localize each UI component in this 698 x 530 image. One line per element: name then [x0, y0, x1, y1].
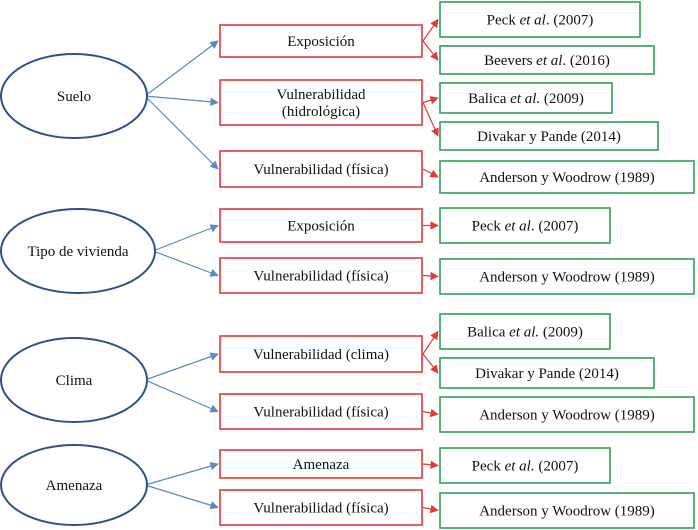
- reference-label: Beevers et al. (2016): [484, 53, 610, 69]
- oval-label: Clima: [56, 373, 93, 389]
- oval-to-branch-arrow: [144, 484, 219, 510]
- branch-box: [219, 393, 423, 430]
- reference-box: [439, 447, 611, 484]
- connector-layer: [144, 18, 439, 514]
- branch-box: [219, 449, 423, 479]
- reference-label: Peck et al. (2007): [472, 459, 579, 475]
- oval-to-branch-arrow: [144, 95, 219, 170]
- reference-label: Divakar y Pande (2014): [475, 366, 619, 382]
- branch-to-ref-arrow: [422, 18, 439, 42]
- branch-to-ref-arrow: [422, 102, 439, 137]
- branch-to-ref-arrow: [422, 460, 439, 469]
- reference-label: Divakar y Pande (2014): [477, 129, 621, 145]
- reference-box: [439, 82, 613, 114]
- reference-box: [439, 396, 695, 433]
- reference-label: Anderson y Woodrow (1989): [479, 270, 655, 286]
- reference-box: [439, 313, 611, 350]
- reference-label: Balica et al. (2009): [467, 325, 583, 341]
- branch-label: Vulnerabilidad (física): [253, 501, 388, 517]
- branch-box: [219, 257, 423, 294]
- reference-box: [439, 121, 659, 151]
- branch-box: [219, 489, 423, 526]
- branch-label: Vulnerabilidad (clima): [253, 347, 389, 363]
- branch-to-ref-arrow: [422, 96, 439, 105]
- branch-label: Vulnerabilidad (física): [253, 162, 388, 178]
- oval-label: Tipo de vivienda: [27, 244, 128, 260]
- branch-label: Vulnerabilidad (física): [253, 405, 388, 421]
- oval-node: [0, 444, 148, 526]
- branch-to-ref-arrow: [422, 353, 439, 374]
- branch-box: [219, 24, 423, 58]
- branch-to-ref-arrow: [422, 330, 439, 355]
- branch-to-ref-arrow: [422, 271, 439, 281]
- oval-to-branch-arrow: [144, 95, 219, 107]
- reference-box: [439, 160, 695, 194]
- reference-box: [439, 1, 641, 38]
- oval-to-branch-arrow: [144, 379, 219, 413]
- reference-box: [439, 45, 655, 75]
- reference-box: [439, 357, 655, 389]
- branch-box: [219, 335, 423, 373]
- oval-to-branch-arrow: [144, 462, 219, 486]
- reference-label: Anderson y Woodrow (1989): [479, 504, 655, 520]
- oval-label: Suelo: [57, 89, 91, 105]
- branch-to-ref-arrow: [422, 40, 439, 61]
- branch-label: (hidrológica): [282, 104, 360, 120]
- reference-box: [439, 258, 695, 295]
- branch-label: Exposición: [287, 34, 355, 50]
- reference-label: Balica et al. (2009): [468, 91, 584, 107]
- branch-label: Exposición: [287, 219, 355, 235]
- reference-label: Peck et al. (2007): [472, 219, 579, 235]
- reference-box: [439, 492, 695, 529]
- reference-label: Peck et al. (2007): [487, 13, 594, 29]
- oval-node: [0, 53, 148, 139]
- reference-label: Anderson y Woodrow (1989): [479, 170, 655, 186]
- branch-label: Vulnerabilidad: [276, 87, 366, 103]
- branch-to-ref-arrow: [422, 408, 439, 418]
- oval-to-branch-arrow: [144, 352, 219, 381]
- branch-label: Vulnerabilidad (física): [253, 269, 388, 285]
- reference-box: [439, 207, 611, 244]
- oval-node: [0, 208, 156, 294]
- oval-label: Amenaza: [46, 478, 103, 494]
- branch-to-ref-arrow: [422, 168, 439, 178]
- branch-box: [219, 79, 423, 126]
- oval-to-branch-arrow: [152, 250, 219, 277]
- oval-to-branch-arrow: [144, 40, 219, 97]
- branch-box: [219, 208, 423, 243]
- branch-box: [219, 150, 423, 188]
- oval-node: [0, 337, 148, 423]
- oval-to-branch-arrow: [152, 224, 219, 252]
- branch-to-ref-arrow: [422, 504, 439, 514]
- branch-label: Amenaza: [293, 457, 350, 473]
- reference-label: Anderson y Woodrow (1989): [479, 408, 655, 424]
